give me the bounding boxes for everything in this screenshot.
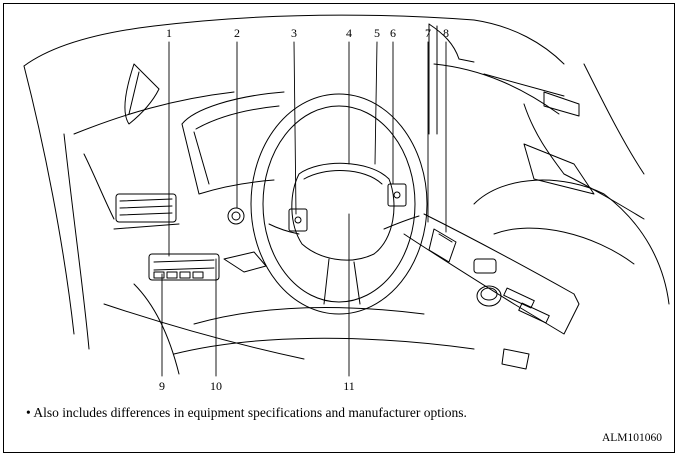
figure-frame: 1 2 3 4 5 6 7 8 9 10 11 • Also includes …: [3, 3, 675, 453]
callout-2: 2: [234, 26, 240, 40]
callout-3: 3: [291, 26, 297, 40]
meter-cluster: [181, 91, 285, 195]
steering-wheel: [250, 93, 428, 315]
callout-5: 5: [374, 26, 380, 40]
left-door: [23, 25, 160, 350]
footnote: • Also includes differences in equipment…: [26, 405, 467, 420]
callout-9: 9: [159, 379, 165, 393]
callout-4: 4: [346, 26, 352, 40]
leader-lines: [161, 41, 447, 377]
lower-switch-panel: [148, 253, 220, 281]
callout-11: 11: [343, 379, 355, 393]
dashboard: [73, 14, 645, 220]
driver-seat: [173, 306, 475, 355]
cockpit-illustration: [23, 14, 670, 377]
figure-code: ALM101060: [601, 432, 662, 444]
lower-dash: [103, 251, 305, 375]
callout-8: 8: [443, 26, 449, 40]
left-vent: [113, 193, 180, 230]
callout-10: 10: [210, 379, 222, 393]
callout-7: 7: [425, 26, 431, 40]
passenger-seat: [473, 179, 670, 370]
center-console: [403, 213, 580, 335]
callout-6: 6: [390, 26, 396, 40]
callout-1: 1: [166, 26, 172, 40]
headlight-knob: [227, 207, 245, 225]
